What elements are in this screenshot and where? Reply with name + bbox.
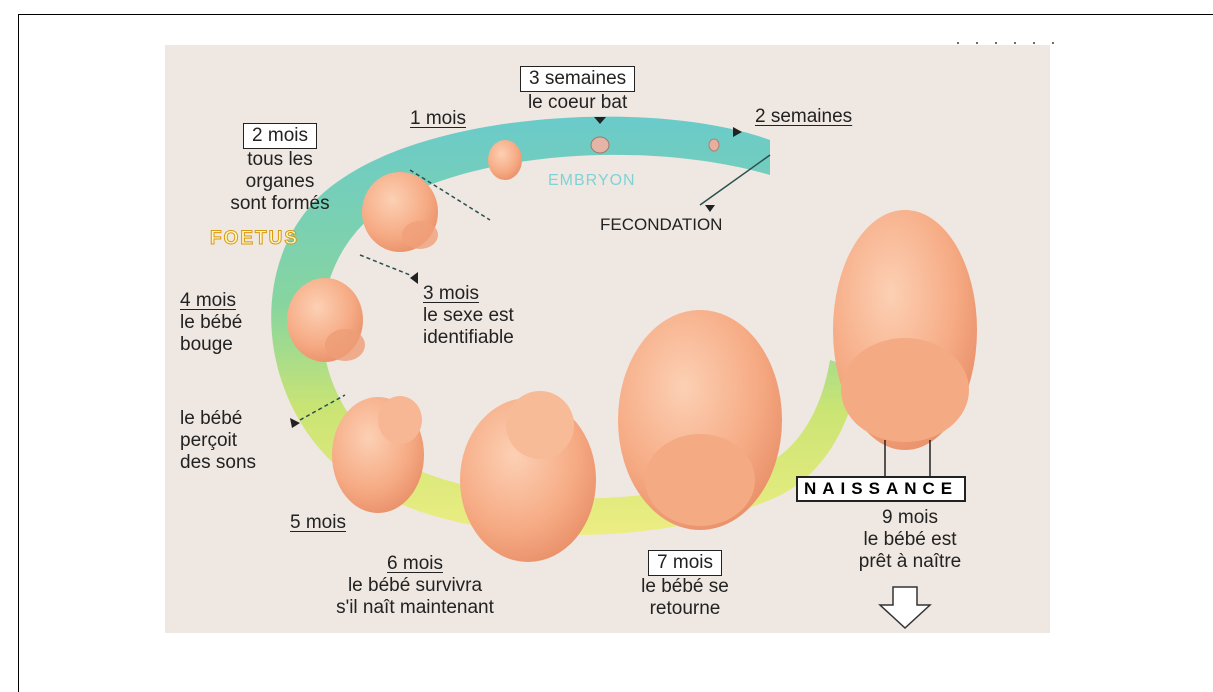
label-9-mois-line2: le bébé est xyxy=(864,529,957,550)
label-3-mois-title: 3 mois xyxy=(423,283,479,304)
partial-text: · · · · · · xyxy=(955,32,1060,53)
label-3-semaines-title: 3 semaines xyxy=(520,66,635,92)
label-sons-line3: des sons xyxy=(180,452,256,473)
label-3-semaines: 3 semaines le coeur bat xyxy=(520,66,635,114)
birth-arrow xyxy=(880,587,930,628)
label-4-mois-title: 4 mois xyxy=(180,290,236,311)
label-3-mois-line1: le sexe est xyxy=(423,305,514,326)
label-7-mois-line2: retourne xyxy=(650,598,721,619)
label-6-mois-line2: s'il naît maintenant xyxy=(336,597,494,618)
label-sons-line1: le bébé xyxy=(180,408,242,429)
label-3-semaines-desc: le coeur bat xyxy=(528,92,627,113)
label-7-mois-title: 7 mois xyxy=(648,550,722,576)
label-2-mois-line2: organes xyxy=(246,171,315,192)
label-9-mois: 9 mois le bébé est prêt à naître xyxy=(815,507,1005,573)
label-4-mois-line1: le bébé xyxy=(180,312,242,333)
label-6-mois: 6 mois le bébé survivra s'il naît mainte… xyxy=(295,553,535,619)
label-9-mois-line3: prêt à naître xyxy=(859,551,961,572)
label-1-mois: 1 mois xyxy=(410,108,466,130)
label-4-mois-line2: bouge xyxy=(180,334,233,355)
label-naissance: NAISSANCE xyxy=(796,476,966,502)
label-4-mois: 4 mois le bébé bouge xyxy=(180,290,242,356)
phase-embryon: EMBRYON xyxy=(548,172,636,190)
label-9-mois-line1: 9 mois xyxy=(882,507,938,528)
label-2-mois-line3: sont formés xyxy=(230,193,329,214)
embryo-3-weeks xyxy=(591,137,609,153)
phase-foetus: FOETUS xyxy=(210,228,299,250)
label-2-mois: 2 mois tous les organes sont formés xyxy=(195,123,365,215)
label-fecondation: FECONDATION xyxy=(600,214,722,236)
label-2-semaines: 2 semaines xyxy=(755,106,852,128)
label-6-mois-line1: le bébé survivra xyxy=(348,575,482,596)
label-3-mois: 3 mois le sexe est identifiable xyxy=(423,283,514,349)
label-3-mois-line2: identifiable xyxy=(423,327,514,348)
embryo-2-weeks xyxy=(709,139,719,151)
label-5-mois: 5 mois xyxy=(290,512,346,534)
label-7-mois-line1: le bébé se xyxy=(641,576,729,597)
separator-3mois xyxy=(360,255,410,275)
label-2-mois-line1: tous les xyxy=(247,149,312,170)
label-2-mois-title: 2 mois xyxy=(243,123,317,149)
label-7-mois: 7 mois le bébé se retourne xyxy=(615,550,755,620)
label-sons: le bébé perçoit des sons xyxy=(180,408,256,474)
label-6-mois-title: 6 mois xyxy=(387,553,443,574)
embryo-1-month xyxy=(488,140,522,180)
label-sons-line2: perçoit xyxy=(180,430,237,451)
